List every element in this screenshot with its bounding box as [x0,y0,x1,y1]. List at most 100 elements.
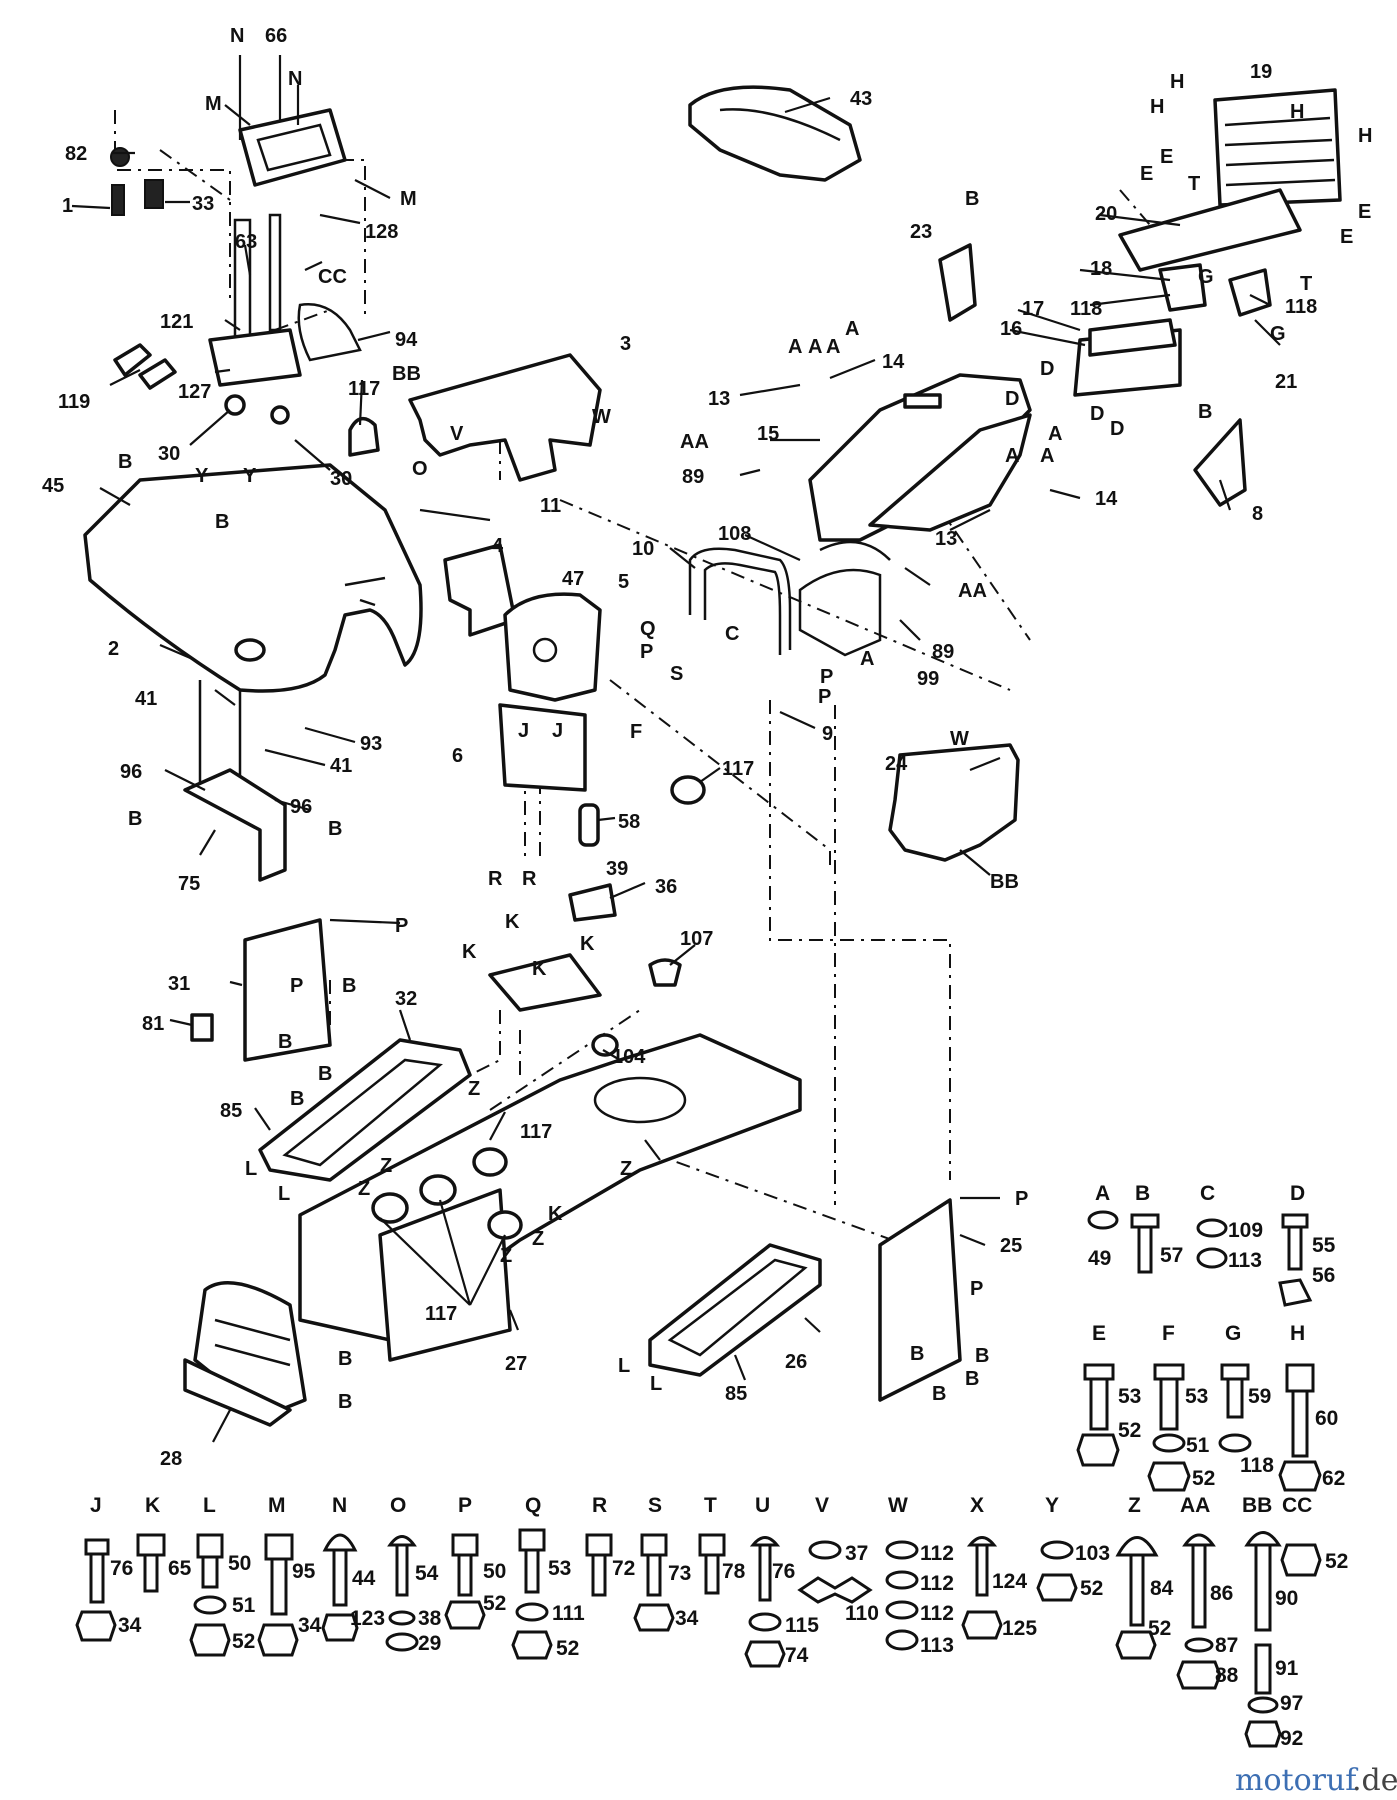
callout-128: 128 [365,221,398,243]
hw-part: 53 [548,1557,571,1580]
hw-part: 34 [298,1614,322,1637]
callout-43: 43 [850,88,872,110]
callout-e-4: E [1340,226,1353,248]
hw-part: 51 [1186,1434,1210,1457]
hw-key-b: B [1135,1182,1150,1205]
callout-96-b: 96 [290,796,312,818]
hw-part: 72 [612,1557,635,1580]
callout-4: 4 [492,535,504,557]
callout-a-5: A [1048,423,1062,445]
callout-z-4: Z [620,1158,632,1180]
callout-96-a: 96 [120,761,142,783]
callout-b-8: B [278,1031,292,1053]
callout-31: 31 [168,973,190,995]
callout-75: 75 [178,873,200,895]
callout-121: 121 [160,311,193,333]
callout-cc: CC [318,266,347,288]
callout-h-2: H [1150,96,1164,118]
hw-part: 59 [1248,1385,1271,1408]
callout-17: 17 [1022,298,1044,320]
callout-85-b: 85 [725,1383,747,1405]
hw-part: 52 [232,1630,255,1653]
callout-94: 94 [395,329,418,351]
callout-104: 104 [612,1046,646,1068]
hw-part: 73 [668,1562,691,1585]
hw-part: 52 [1192,1467,1215,1490]
callout-o: O [412,458,428,480]
hw-key-c: C [1200,1182,1215,1205]
callout-g-1: G [1198,266,1214,288]
hw-part: 51 [232,1594,256,1617]
hardware-legend: A 49 B 57 C 109 113 D 55 56 E 53 52 F 53… [90,1182,1348,1750]
hw-key-t: T [704,1494,717,1517]
hw-key-k: K [145,1494,160,1517]
callout-108: 108 [718,523,751,545]
hw-key-r: R [592,1494,607,1517]
hw-part: 88 [1215,1664,1239,1687]
callout-a-8: A [860,648,874,670]
hw-part: 52 [556,1637,579,1660]
callout-k-2: K [462,941,477,963]
hw-part: 53 [1118,1385,1141,1408]
callout-19: 19 [1250,61,1272,83]
part-right-panel [878,1198,962,1402]
hw-key-x: X [970,1494,984,1517]
hw-part: 49 [1088,1247,1111,1270]
callout-3: 3 [620,333,631,355]
callout-66: 66 [265,25,287,47]
callout-93: 93 [360,733,382,755]
hw-part: 76 [110,1557,133,1580]
hw-part: 29 [418,1632,441,1655]
callout-j-1: J [518,720,529,742]
hw-part: 50 [228,1552,251,1575]
callout-47: 47 [562,568,584,590]
callout-99: 99 [917,668,939,690]
callout-82: 82 [65,143,87,165]
hw-part: 112 [920,1542,954,1565]
callout-119: 119 [58,391,90,413]
part-dash [408,353,602,482]
hw-part: 109 [1228,1219,1263,1242]
callout-aa-2: AA [958,580,987,602]
hw-part: 115 [785,1614,819,1637]
hw-part: 86 [1210,1582,1233,1605]
callout-k-1: K [505,911,520,933]
callout-32: 32 [395,988,417,1010]
hw-part: 112 [920,1602,954,1625]
callout-v: V [450,423,464,445]
callout-2: 2 [108,638,119,660]
hw-key-p: P [458,1494,472,1517]
hw-part: 91 [1275,1657,1299,1680]
parts [83,85,1342,1427]
hw-part: 34 [675,1607,699,1630]
callout-b-12: B [338,1391,352,1413]
callout-d-2: D [1005,388,1019,410]
callout-13-a: 13 [708,388,730,410]
hw-part: 84 [1150,1577,1174,1600]
callout-118-b: 118 [1285,296,1317,318]
callout-b-2: B [215,511,229,533]
hw-key-z: Z [1128,1494,1141,1517]
callout-b-5: B [965,188,979,210]
callout-b-7: B [342,975,356,997]
callout-s: S [670,663,683,685]
hw-part: 52 [483,1592,506,1615]
callout-89-b: 89 [932,641,954,663]
hw-part: 95 [292,1560,316,1583]
callout-bb-1: BB [392,363,421,385]
callout-r-2: R [522,868,537,890]
hw-part: 97 [1280,1692,1303,1715]
callout-p-2: P [820,666,833,688]
callout-41-b: 41 [330,755,352,777]
callout-a-3: A [826,336,840,358]
callout-10: 10 [632,538,654,560]
callout-b-10: B [290,1088,304,1110]
callout-e-2: E [1140,163,1153,185]
hw-part: 52 [1080,1577,1103,1600]
hw-part: 55 [1312,1234,1336,1257]
callout-63: 63 [235,231,257,253]
callout-26: 26 [785,1351,807,1373]
callout-y-2: Y [243,465,257,487]
callout-a-4: A [845,318,859,340]
